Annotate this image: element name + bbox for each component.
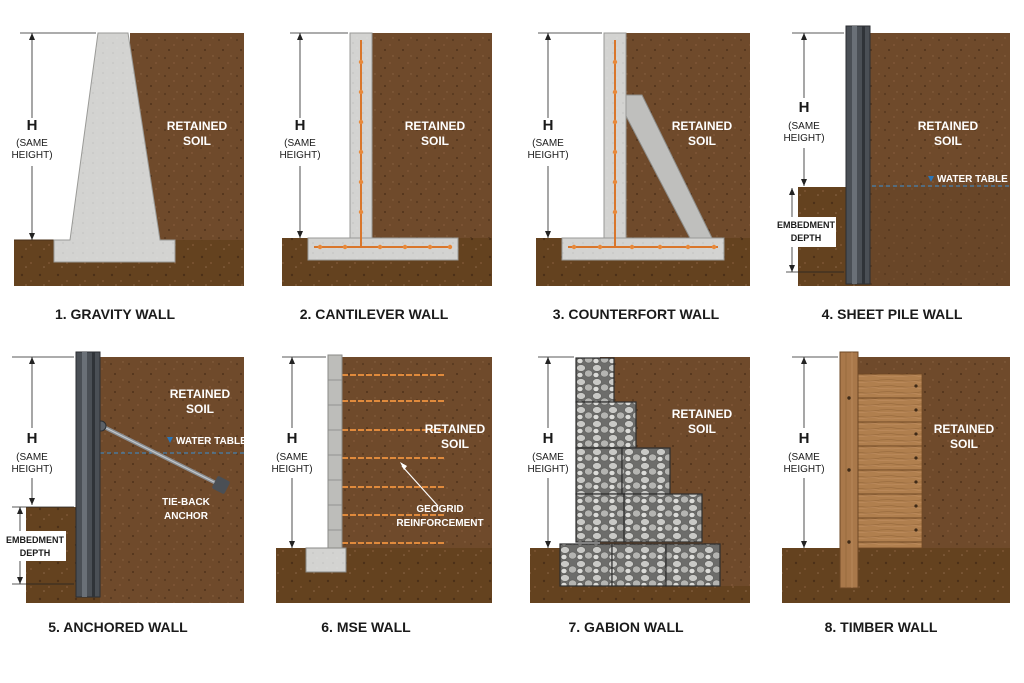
same-label: (SAME [284,138,316,149]
height-label: HEIGHT) [271,464,312,475]
saturated-soil [870,187,1010,286]
sheet-pile [845,25,871,285]
panel-mse-wall: H (SAME HEIGHT) RETAINED SOIL GEOGRID RE… [269,354,492,635]
timber-lagging [857,373,923,549]
embedment-label: EMBEDMENT [777,220,836,230]
retained-label: RETAINED [405,119,466,133]
embedment-dimension: EMBEDMENT DEPTH [776,188,844,273]
panel-title: 3. COUNTERFORT WALL [553,306,720,322]
retained-label: RETAINED [934,422,995,436]
rebar-dots [571,59,717,250]
soil-label: SOIL [688,422,716,436]
height-dimension: H (SAME HEIGHT) [525,356,574,548]
panel-timber-wall: H (SAME HEIGHT) RETAINED SOIL 8. TIMBER … [781,351,1010,635]
soil-label: SOIL [421,134,449,148]
height-dimension: H (SAME HEIGHT) [781,32,844,186]
anchor-label-line-1: TIE-BACK [162,497,211,508]
panel-anchored-wall: WATER TABLE H (SAME HEIGHT) [4,351,247,635]
depth-label: DEPTH [791,233,822,243]
retained-label: RETAINED [167,119,228,133]
height-dimension: H (SAME HEIGHT) [269,356,326,548]
height-dimension: H (SAME HEIGHT) [10,32,96,240]
soil-label: SOIL [186,402,214,416]
panel-cantilever-wall: H (SAME HEIGHT) RETAINED SOIL 2. CANTILE… [277,32,492,322]
height-label: HEIGHT) [783,133,824,144]
retained-label: RETAINED [425,422,486,436]
panel-gabion-wall: H (SAME HEIGHT) RETAINED SOIL 7. GABION … [525,356,750,635]
soil-label: SOIL [441,437,469,451]
anchor-label-line-2: ANCHOR [164,511,209,522]
gravity-wall-body [53,32,176,263]
timber-post [839,351,859,589]
retained-soil [870,33,1010,286]
same-label: (SAME [788,121,820,132]
sheet-pile [75,351,101,598]
height-label: HEIGHT) [11,150,52,161]
h-label: H [543,430,554,447]
foundation-soil [782,548,1010,603]
rebar-dots [317,59,453,250]
retained-label: RETAINED [672,407,733,421]
h-label: H [295,117,306,134]
height-dimension: H (SAME HEIGHT) [525,32,602,238]
same-label: (SAME [276,452,308,463]
soil-label: SOIL [934,134,962,148]
geogrid-label-line-1: GEOGRID [416,504,463,515]
soil-label: SOIL [688,134,716,148]
front-soil [530,548,560,586]
height-label: HEIGHT) [527,150,568,161]
panel-counterfort-wall: H (SAME HEIGHT) RETAINED SOIL 3. COUNTER… [525,32,750,322]
embedment-label: EMBEDMENT [6,535,65,545]
panel-title: 6. MSE WALL [321,619,411,635]
retained-label: RETAINED [672,119,733,133]
same-label: (SAME [16,452,48,463]
soil-label: SOIL [950,437,978,451]
same-label: (SAME [16,138,48,149]
wall-footing [307,237,459,261]
h-label: H [799,99,810,116]
timber-bolts [914,384,918,532]
panel-title: 7. GABION WALL [568,619,684,635]
h-label: H [27,117,38,134]
height-label: HEIGHT) [783,464,824,475]
panel-gravity-wall: H (SAME HEIGHT) RETAINED SOIL 1. GRAVITY… [10,32,244,322]
water-table-label: WATER TABLE [937,174,1008,185]
soil-label: SOIL [183,134,211,148]
same-label: (SAME [532,452,564,463]
embedment-dimension: EMBEDMENT DEPTH [4,506,74,585]
panel-title: 1. GRAVITY WALL [55,306,175,322]
panel-sheet-pile-wall: WATER TABLE H (SAME HEIGHT) EMBEDMENT DE… [776,25,1010,322]
h-label: H [799,430,810,447]
panel-title: 8. TIMBER WALL [825,619,938,635]
height-label: HEIGHT) [527,464,568,475]
water-table-icon [928,176,934,182]
geogrid-layers [342,374,445,544]
panel-title: 5. ANCHORED WALL [48,619,188,635]
height-label: HEIGHT) [279,150,320,161]
height-label: HEIGHT) [11,464,52,475]
depth-label: DEPTH [20,548,51,558]
h-label: H [27,430,38,447]
h-label: H [543,117,554,134]
foundation-soil [530,586,750,603]
h-label: H [287,430,298,447]
wall-footing [561,237,725,261]
panel-title: 4. SHEET PILE WALL [822,306,963,322]
facing-panels [305,354,347,573]
retained-label: RETAINED [170,387,231,401]
same-label: (SAME [532,138,564,149]
gabion-baskets [559,357,721,587]
height-dimension: H (SAME HEIGHT) [277,32,348,238]
water-table-icon [167,437,173,443]
geogrid-label-line-2: REINFORCEMENT [396,518,483,529]
height-dimension: H (SAME HEIGHT) [9,356,74,505]
retained-label: RETAINED [918,119,979,133]
height-dimension: H (SAME HEIGHT) [781,356,838,548]
leveling-pad [305,547,347,573]
panel-title: 2. CANTILEVER WALL [300,306,449,322]
geogrid-pointer [400,462,439,507]
same-label: (SAME [788,452,820,463]
water-table-label: WATER TABLE [176,436,247,447]
